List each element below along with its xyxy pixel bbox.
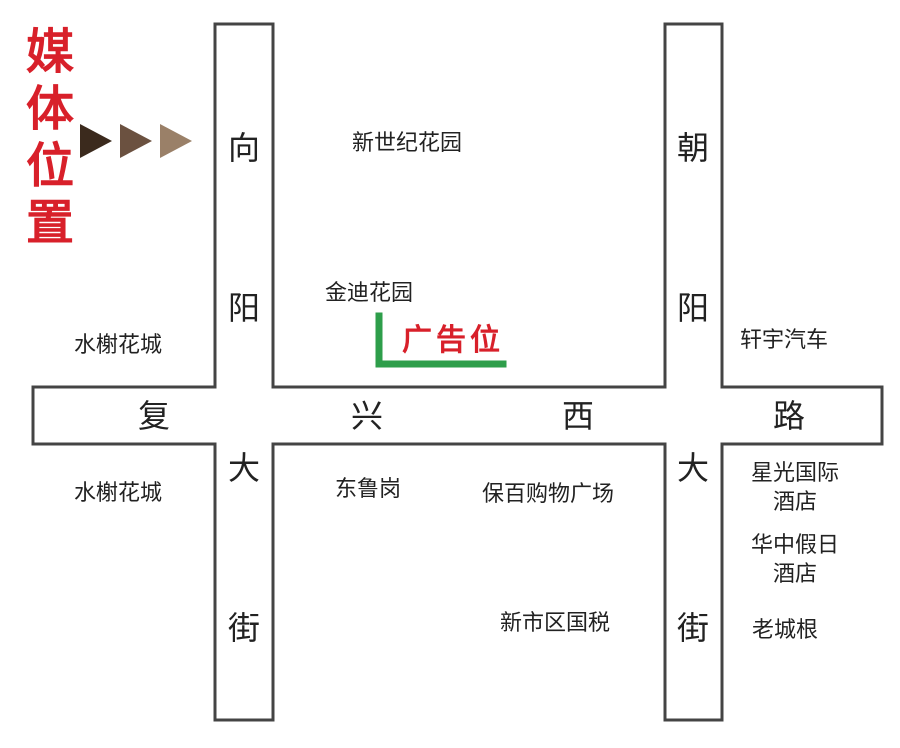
place-xuanyu-auto: 轩宇汽车	[740, 328, 829, 353]
road-label-east: 街	[676, 609, 709, 647]
place-xinshiji-garden: 新世纪花园	[352, 131, 463, 156]
place-xinguang-line1: 星光国际	[750, 461, 839, 486]
place-laochenggen: 老城根	[752, 618, 819, 643]
road-label-east: 大	[676, 449, 709, 487]
road-network	[31, 22, 884, 722]
place-shuixie-city-north: 水榭花城	[74, 333, 163, 358]
place-jindi-garden: 金迪花园	[325, 281, 414, 306]
road-label-horizontal: 西	[561, 397, 594, 435]
place-donglugang: 东鲁岗	[335, 477, 402, 502]
road-label-west: 街	[227, 609, 260, 647]
road-label-east: 阳	[676, 289, 709, 327]
road-label-west: 向	[227, 129, 260, 167]
title-char: 媒	[25, 24, 74, 80]
place-xinshiqu-tax: 新市区国税	[500, 611, 611, 636]
road-label-east: 朝	[676, 129, 709, 167]
place-xinguang-line2: 酒店	[772, 489, 817, 515]
place-huazhong-hotel: 华中假日 酒店	[735, 532, 855, 589]
road-label-horizontal: 复	[137, 397, 170, 435]
place-baobai-mall: 保百购物广场	[482, 482, 615, 507]
place-shuixie-city-south: 水榭花城	[74, 481, 163, 506]
title-char: 体	[25, 81, 74, 137]
road-label-horizontal: 兴	[350, 397, 383, 435]
ad-position-label: 广告位	[402, 323, 504, 358]
arrow-right-icon	[120, 124, 152, 158]
place-xinguang-hotel: 星光国际 酒店	[735, 460, 855, 517]
arrow-right-icon	[80, 124, 112, 158]
ad-position-marker	[375, 312, 507, 368]
road-label-west: 阳	[227, 289, 260, 327]
place-huazhong-line2: 酒店	[772, 561, 817, 587]
place-huazhong-line1: 华中假日	[750, 533, 839, 558]
road-label-horizontal: 路	[772, 397, 805, 435]
title-char: 位	[25, 138, 74, 194]
road-label-west: 大	[227, 449, 260, 487]
arrow-right-icon	[160, 124, 192, 158]
title-char: 置	[25, 195, 74, 251]
